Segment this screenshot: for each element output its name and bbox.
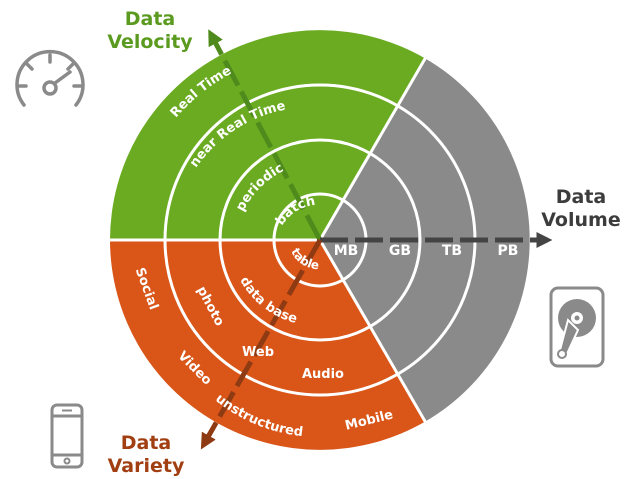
velocity-arrow (208, 29, 323, 242)
variety-title-line1: Data (120, 432, 172, 454)
smartphone-icon (50, 403, 84, 469)
velocity-title: Data Velocity (100, 8, 200, 54)
variety-title: Data Variety (96, 432, 196, 478)
separator-upper (318, 56, 428, 241)
volume-title: Data Volume (528, 186, 634, 232)
sector-separators (108, 56, 428, 424)
volume-title-line1: Data (555, 186, 607, 208)
variety-label-web: Web (242, 345, 274, 360)
variety-label-audio: Audio (302, 367, 344, 382)
speedometer-icon (15, 50, 85, 107)
separator-lower (318, 239, 428, 424)
hard-drive-icon (549, 286, 605, 368)
velocity-sector (110, 30, 426, 241)
volume-label-mb: MB (334, 243, 359, 259)
variety-arrow (200, 238, 323, 450)
velocity-title-line1: Data (124, 8, 176, 30)
volume-label-gb: GB (389, 243, 411, 259)
volume-label-tb: TB (442, 243, 462, 259)
variety-sector (110, 240, 426, 450)
volume-sector (320, 58, 530, 422)
variety-title-line2: Variety (107, 455, 185, 477)
velocity-title-line2: Velocity (107, 31, 193, 53)
volume-title-line2: Volume (541, 209, 621, 231)
volume-label-pb: PB (498, 243, 519, 259)
